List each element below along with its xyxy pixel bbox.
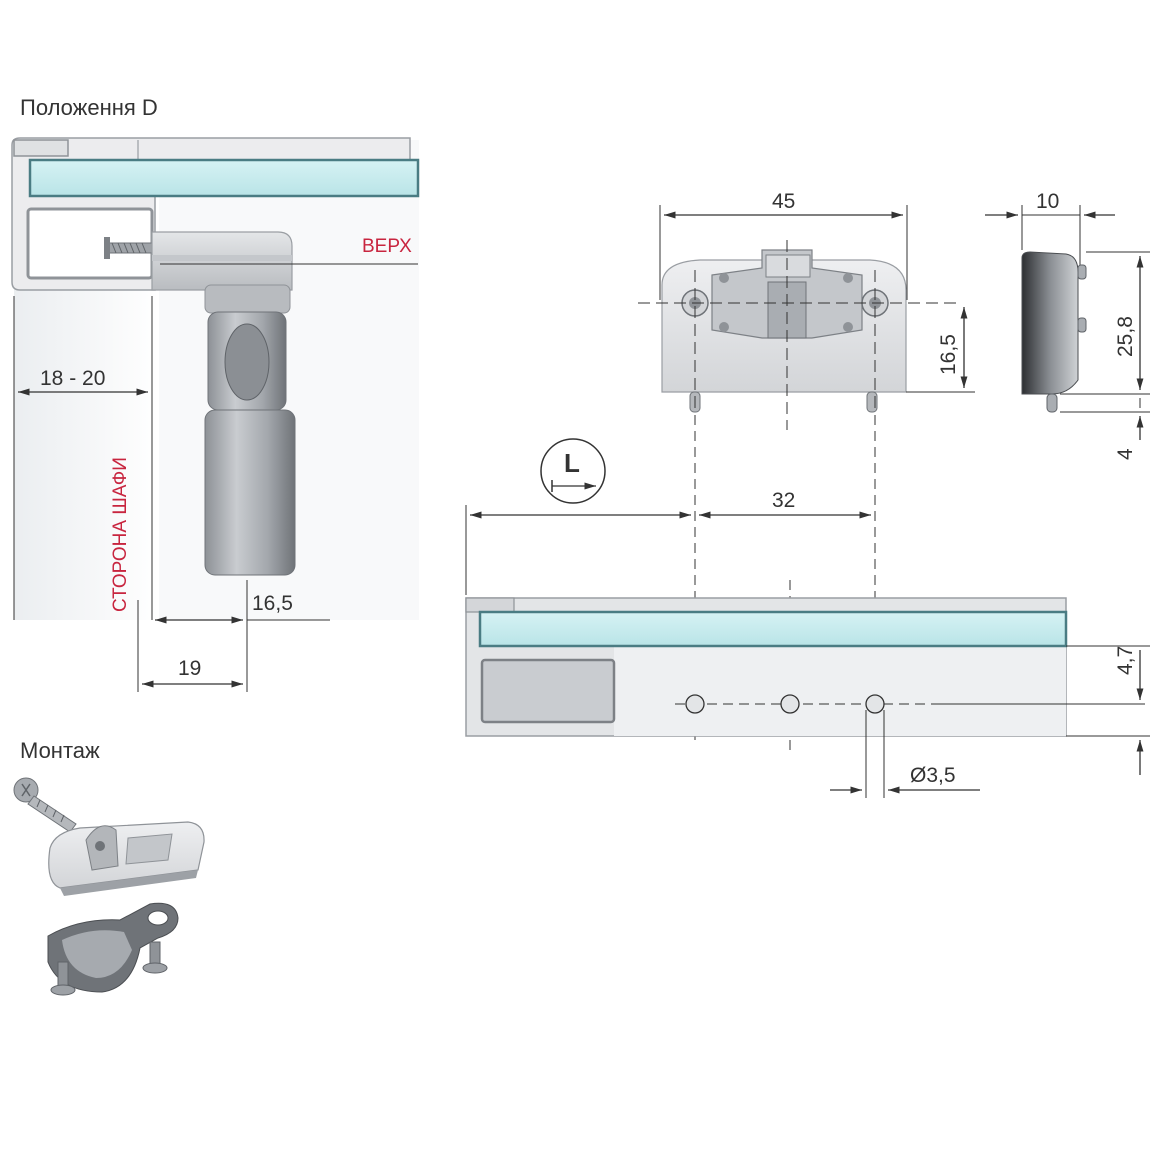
side-pin-middle (1077, 317, 1087, 333)
profile-body-lip (465, 597, 515, 613)
dim-16-5-left: 16,5 (252, 592, 293, 615)
side-pin-top (1077, 264, 1087, 280)
recess-top (765, 254, 811, 278)
mounting-screw-icon (13, 777, 77, 833)
hanger-part-icon (47, 902, 179, 996)
dim-18-20: 18 - 20 (40, 367, 105, 390)
dim-32: 32 (772, 489, 795, 512)
position-d-view: Положення D ВЕРХ СТОРОНА ШАФИ (11, 95, 420, 692)
drill-hole-3 (865, 694, 885, 714)
drill-hole-2 (780, 694, 800, 714)
profile-lower-chamber (480, 658, 616, 724)
hanger-block (204, 284, 291, 314)
drill-hole-1 (685, 694, 705, 714)
recess-slot (767, 281, 807, 339)
hanger-roller (224, 323, 270, 401)
top-label: ВЕРХ (362, 236, 412, 257)
dim-4-7: 4,7 (1114, 646, 1137, 675)
damper-cylinder (204, 409, 296, 576)
rivet (843, 273, 853, 283)
glass-panel (28, 158, 420, 198)
mounting-title: Монтаж (20, 738, 100, 763)
profile-glass (478, 610, 1068, 648)
bracket-front-view: 45 16,5 (638, 190, 975, 430)
dim-dia-3-5: Ø3,5 (910, 764, 956, 787)
bracket-part-icon (48, 821, 205, 896)
profile-web (614, 646, 1066, 736)
dim-19: 19 (178, 657, 201, 680)
rivet (719, 273, 729, 283)
position-title: Положення D (20, 95, 158, 120)
dim-25-8: 25,8 (1114, 316, 1137, 357)
dim-45: 45 (772, 190, 795, 213)
mounting-view: Монтаж (13, 738, 205, 996)
cabinet-side-label: СТОРОНА ШАФИ (110, 457, 131, 612)
side-body (1021, 251, 1079, 395)
profile-drilling-view: L 32 4,7 Ø3,5 (465, 415, 1150, 798)
profile-lip (13, 139, 69, 157)
dim-16-5-right: 16,5 (937, 334, 960, 375)
dim-4: 4 (1114, 448, 1137, 460)
direction-symbol: L (564, 448, 580, 478)
rivet (843, 322, 853, 332)
dim-10: 10 (1036, 190, 1059, 213)
bracket-side-view: 10 25,8 4 (985, 190, 1150, 460)
rivet (719, 322, 729, 332)
side-pin-bottom (1046, 393, 1058, 413)
